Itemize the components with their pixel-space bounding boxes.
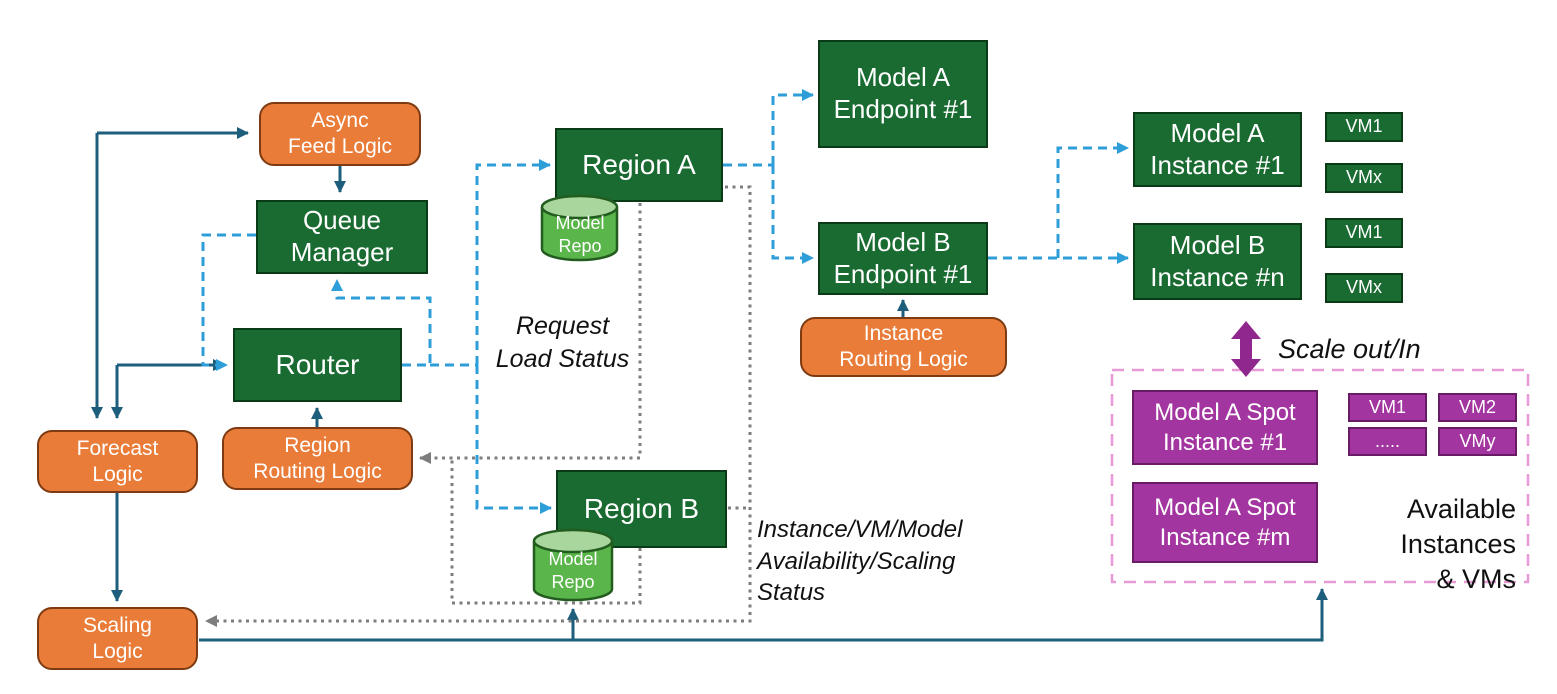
node-model-b-instance-n: Model B Instance #n [1133,223,1302,300]
spot-group-border [1110,368,1530,584]
node-region-b: Region B [556,470,727,548]
model-repo-b-label: Model Repo [548,548,598,592]
node-vm1-model-b: VM1 [1325,218,1403,248]
edge-region-a-to-endpoint-b [771,165,814,264]
node-model-a-spot-instance-1: Model A Spot Instance #1 [1132,390,1318,465]
node-spot-vm-dots: ..... [1348,427,1427,456]
node-spot-vm1: VM1 [1348,393,1427,422]
edge-router-to-region-b [475,365,552,514]
node-region-routing-logic: Region Routing Logic [222,427,413,490]
label-available-instances-vms: Available Instances & VMs [1400,494,1516,595]
node-queue-manager: Queue Manager [256,200,428,274]
node-model-a-endpoint-1: Model A Endpoint #1 [818,40,988,148]
node-instance-routing-logic: Instance Routing Logic [800,317,1007,377]
node-vmx-model-a: VMx [1325,163,1403,193]
edge-router-to-queue [331,279,432,367]
node-model-b-endpoint-1: Model B Endpoint #1 [818,222,988,295]
node-spot-vmy: VMy [1438,427,1517,456]
scale-out-in-arrow-icon [1231,321,1261,377]
edge-availability-status-to-scaling [205,185,752,627]
label-scale-out-in: Scale out/In [1278,334,1421,364]
node-region-a: Region A [555,128,723,202]
node-model-a-spot-instance-m: Model A Spot Instance #m [1132,482,1318,563]
node-spot-vm2: VM2 [1438,393,1517,422]
node-model-a-instance-1: Model A Instance #1 [1133,112,1302,187]
edge-queue-to-router [201,233,256,371]
model-repo-a-label: Model Repo [555,212,605,256]
label-availability-status: Instance/VM/Model Availability/Scaling S… [757,516,963,607]
node-async-feed-logic: Async Feed Logic [259,102,421,166]
edge-endpoint-b-to-instance-a [1056,142,1129,258]
edge-region-a-load-status [419,203,642,464]
node-forecast-logic: Forecast Logic [37,430,198,493]
node-vmx-model-b: VMx [1325,273,1403,303]
edge-region-a-to-endpoint-a [771,89,814,165]
label-request-load-status: Request Load Status [495,312,630,373]
node-router: Router [233,328,402,402]
node-vm1-model-a: VM1 [1325,112,1403,142]
node-scaling-logic: Scaling Logic [37,607,198,670]
edge-router-to-region-a [475,159,551,365]
